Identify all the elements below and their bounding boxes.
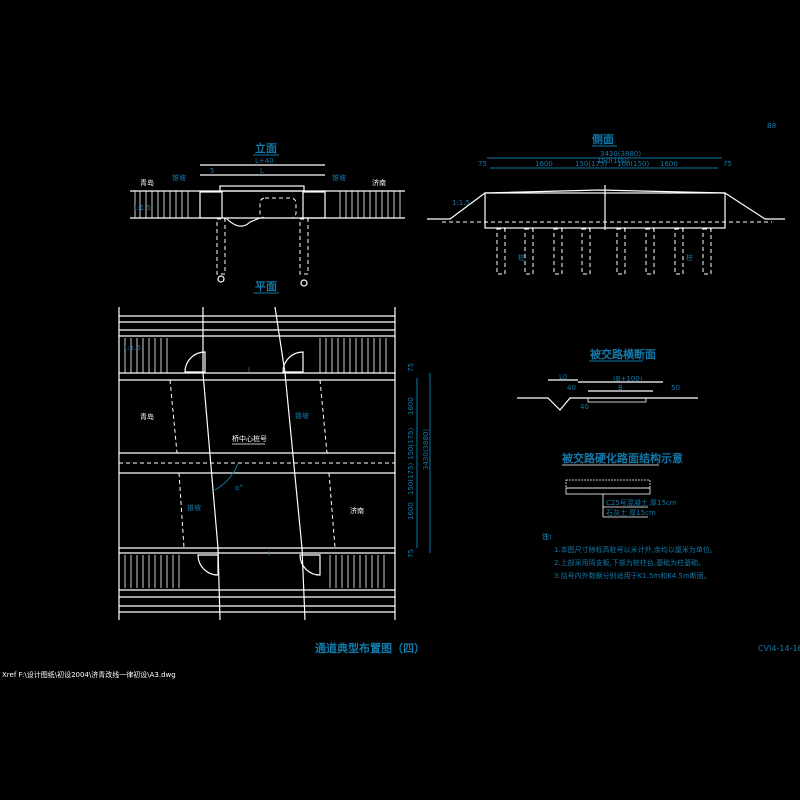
side-title: 侧面 — [592, 132, 614, 146]
xref-path: Xref F:\设计图纸\初设2004\济青改线一律初设\A3.dwg — [2, 671, 176, 679]
note-2: 2.上部采用简支板,下部为桩柱台,基础为柱基础。 — [554, 559, 706, 567]
pavement-layer2: 石灰土 厚15cm — [606, 508, 656, 517]
plan-dim-top: 75 — [407, 363, 415, 372]
elev-slope-ratio: 1:1.5 — [133, 204, 151, 212]
elev-to-right: 济南 — [372, 178, 386, 187]
side-dim-mid-a: 150(175) — [575, 160, 607, 168]
cross-section-view: 被交路横断面 L0 40 (B+100) B 50 40 — [517, 347, 698, 411]
elev-dim-total: L+40 — [255, 157, 274, 165]
plan-section-mark-2: I — [268, 550, 270, 558]
elev-dim-mid: L — [260, 167, 264, 175]
elev-slope-left: 锥坡 — [172, 173, 186, 182]
main-title: 通道典型布置图（四） — [315, 642, 425, 655]
plan-angle: α° — [235, 484, 243, 492]
plan-view: 平面 α° 桥中心桩号 青岛 济南 锥坡 锥坡 I I 1:1.5 75 160… — [118, 280, 431, 621]
plan-dim-upper: 1600 — [407, 397, 415, 415]
cs-dim-ditch: 40 — [567, 384, 576, 392]
note-3: 3.括号内外数据分别适用于K1.5m和K4.5m断面。 — [554, 572, 711, 580]
side-dim-edge-r: 75 — [723, 160, 732, 168]
cross-section-title: 被交路横断面 — [590, 347, 656, 361]
notes-heading: 注: — [542, 533, 552, 541]
side-pile-label: 桩 — [518, 253, 525, 262]
plan-dim-bottom-road: 1600 — [407, 502, 415, 520]
side-dim-edge-l: 75 — [478, 160, 487, 168]
plan-to-left: 青岛 — [140, 412, 154, 421]
cs-dim-inner: B — [618, 384, 623, 392]
cs-dim-left: L0 — [559, 373, 567, 381]
side-dim-total: 3430(3880) — [600, 150, 641, 158]
sheet-mark: B8 — [767, 122, 776, 130]
elev-slope-right: 锥坡 — [332, 173, 346, 182]
pavement-title: 被交路硬化路面结构示意 — [562, 451, 683, 465]
side-dim-mid-b: 150(100) — [597, 157, 629, 165]
plan-dim-lower: 150(175) — [407, 463, 415, 495]
plan-to-right: 济南 — [350, 506, 364, 515]
plan-cone-top: 锥坡 — [295, 411, 309, 420]
elevation-view: 立面 L+40 L 5 青岛 济南 锥坡 锥坡 1:1.5 — [130, 141, 405, 287]
pavement-layer1: C25号混凝土 厚15cm — [606, 498, 677, 507]
plan-dim-median: 150(175) — [407, 428, 415, 460]
plan-title: 平面 — [255, 280, 277, 293]
side-dim-left: 1600 — [535, 160, 553, 168]
elev-to-left: 青岛 — [140, 178, 154, 187]
cs-dim-depth: 40 — [580, 403, 589, 411]
side-pile-label-2: 桩 — [686, 253, 693, 262]
plan-cone-bottom: 锥坡 — [187, 503, 201, 512]
cs-dim-right: 50 — [671, 384, 680, 392]
plan-center-label: 桥中心桩号 — [232, 434, 267, 443]
elevation-title: 立面 — [255, 141, 277, 155]
plan-dim-total: 3430(3880) — [422, 429, 430, 470]
drawing-number: CVI4-14-16 — [758, 644, 800, 653]
side-dim-right: 1600 — [660, 160, 678, 168]
side-dim-right-a: 100(150) — [617, 160, 649, 168]
note-1: 1.本图尺寸除标高桩号以米计外,余均以厘米为单位。 — [554, 546, 717, 554]
side-slope: 1:1.5 — [452, 199, 470, 207]
plan-section-mark: I — [248, 366, 250, 374]
plan-dim-bottom: 75 — [407, 549, 415, 558]
cs-dim-road: (B+100) — [613, 375, 643, 383]
pavement-structure: 被交路硬化路面结构示意 C25号混凝土 厚15cm 石灰土 厚15cm — [562, 451, 683, 518]
plan-slope: 1:1.5 — [123, 344, 141, 352]
elev-dim-side: 5 — [210, 167, 214, 175]
side-view: 侧面 3430(3880) 1600 150(175) 150(100) 100… — [427, 122, 785, 275]
